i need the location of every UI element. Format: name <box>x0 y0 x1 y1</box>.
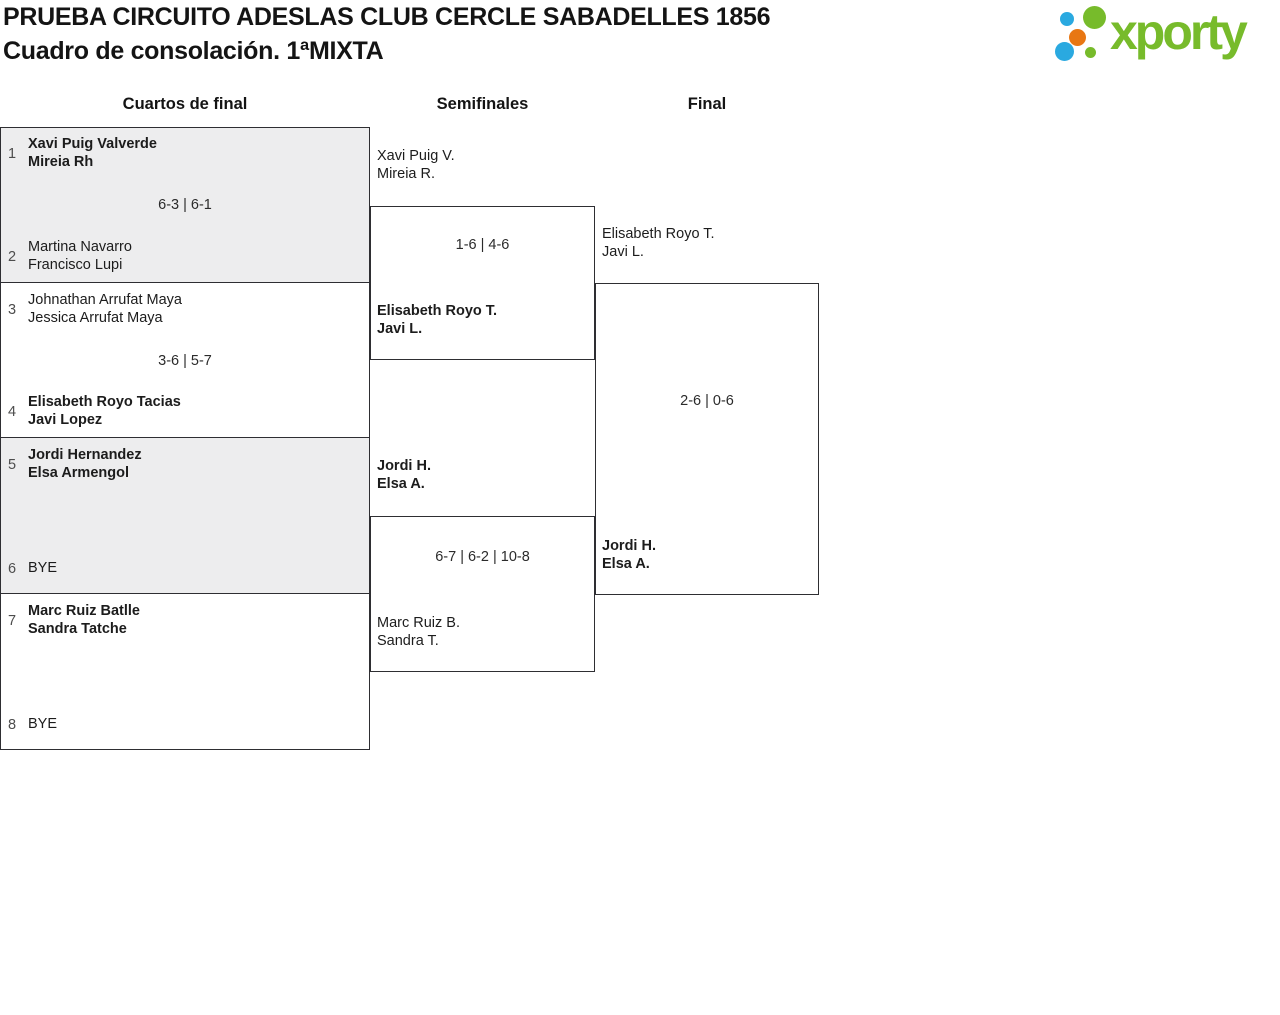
seed-number: 2 <box>8 249 17 265</box>
player-name: Xavi Puig V. <box>377 148 455 164</box>
player-name: Elisabeth Royo T. <box>602 226 715 242</box>
match-box-sf2 <box>370 516 595 672</box>
team-qf1-top: Xavi Puig Valverde Mireia Rh <box>28 136 363 171</box>
player-name: Sandra T. <box>377 632 439 649</box>
seed-number: 3 <box>8 302 17 318</box>
round-header-final: Final <box>687 95 727 113</box>
player-name: Sandra Tatche <box>28 620 127 637</box>
seed-number: 8 <box>8 717 17 733</box>
match-score-final: 2-6 | 0-6 <box>680 393 734 409</box>
round-header-quarterfinals: Cuartos de final <box>122 95 248 113</box>
logo-dot-blue-small-icon <box>1060 12 1074 26</box>
team-final-top: Elisabeth Royo T. Javi L. <box>602 226 814 261</box>
player-name: Elsa Armengol <box>28 464 129 481</box>
seed-number: 6 <box>8 561 17 577</box>
seed-number: 5 <box>8 457 17 473</box>
player-name: Mireia Rh <box>28 153 94 170</box>
match-score-qf2: 3-6 | 5-7 <box>158 353 212 369</box>
match-box-qf3 <box>0 438 370 594</box>
player-name: Marc Ruiz B. <box>377 615 460 631</box>
logo-dot-orange-icon <box>1069 29 1086 46</box>
player-name: Xavi Puig Valverde <box>28 136 157 152</box>
team-qf2-bottom: Elisabeth Royo Tacias Javi Lopez <box>28 394 363 429</box>
team-sf2-top: Jordi H. Elsa A. <box>377 458 589 493</box>
player-name: Johnathan Arrufat Maya <box>28 292 182 308</box>
player-name: Elsa A. <box>602 555 650 572</box>
player-name: Javi Lopez <box>28 411 103 428</box>
team-qf4-bottom-bye: BYE <box>28 716 58 732</box>
player-name: Jordi H. <box>602 538 656 554</box>
player-name: Jordi H. <box>377 458 431 474</box>
team-sf1-bottom: Elisabeth Royo T. Javi L. <box>377 303 589 338</box>
match-score-sf1: 1-6 | 4-6 <box>455 237 510 253</box>
match-box-qf2 <box>0 283 370 438</box>
match-box-final <box>595 283 819 595</box>
team-qf3-bottom-bye: BYE <box>28 560 58 576</box>
player-name: Marc Ruiz Batlle <box>28 603 140 619</box>
player-name: Elsa A. <box>377 475 425 492</box>
team-qf1-bottom: Martina Navarro Francisco Lupi <box>28 239 363 274</box>
team-final-winner: Jordi H. Elsa A. <box>602 538 814 573</box>
player-name: Javi L. <box>377 320 423 337</box>
seed-number: 4 <box>8 404 17 420</box>
team-sf2-bottom: Marc Ruiz B. Sandra T. <box>377 615 589 650</box>
seed-number: 1 <box>8 146 17 162</box>
match-score-qf1: 6-3 | 6-1 <box>158 197 212 213</box>
page-title: PRUEBA CIRCUITO ADESLAS CLUB CERCLE SABA… <box>3 3 771 31</box>
match-box-qf1 <box>0 127 370 283</box>
player-name: Mireia R. <box>377 165 436 182</box>
player-name: Javi L. <box>602 243 644 260</box>
round-header-semifinals: Semifinales <box>436 95 529 113</box>
team-qf3-top: Jordi Hernandez Elsa Armengol <box>28 447 363 482</box>
page-subtitle: Cuadro de consolación. 1ªMIXTA <box>3 37 384 65</box>
team-sf1-top: Xavi Puig V. Mireia R. <box>377 148 589 183</box>
match-box-sf1 <box>370 206 595 360</box>
logo-dot-green-big-icon <box>1083 6 1106 29</box>
match-box-qf4 <box>0 594 370 750</box>
player-name: Elisabeth Royo Tacias <box>28 394 181 410</box>
player-name: Martina Navarro <box>28 239 132 255</box>
player-name: Elisabeth Royo T. <box>377 303 498 319</box>
seed-number: 7 <box>8 613 17 629</box>
logo-wordmark: xporty <box>1110 4 1248 60</box>
xporty-logo[interactable]: xporty <box>1048 0 1280 74</box>
logo-dot-green-small-icon <box>1085 47 1096 58</box>
match-score-sf2: 6-7 | 6-2 | 10-8 <box>435 549 530 565</box>
team-qf2-top: Johnathan Arrufat Maya Jessica Arrufat M… <box>28 292 363 327</box>
player-name: Jordi Hernandez <box>28 447 142 463</box>
logo-dot-blue-big-icon <box>1055 42 1074 61</box>
team-qf4-top: Marc Ruiz Batlle Sandra Tatche <box>28 603 363 638</box>
player-name: Francisco Lupi <box>28 256 123 273</box>
player-name: Jessica Arrufat Maya <box>28 309 163 326</box>
